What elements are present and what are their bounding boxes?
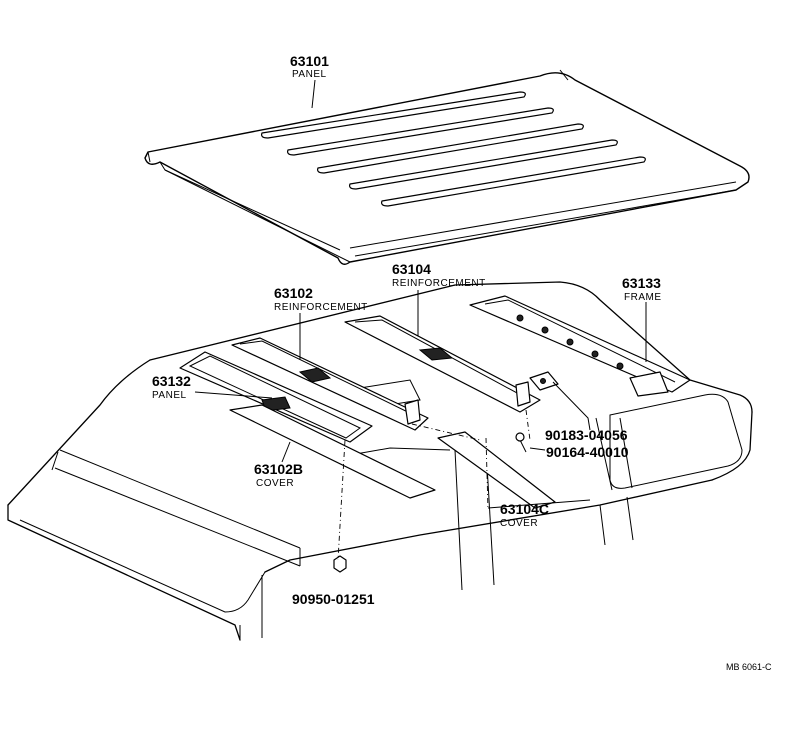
callout-63104: 63104 REINFORCEMENT: [392, 261, 486, 289]
callout-63101: 63101 PANEL: [290, 53, 329, 80]
callout-63102-number: 63102: [274, 285, 313, 301]
callout-63132-name: PANEL: [152, 390, 187, 401]
reinforcement-63102: [231, 337, 429, 431]
callout-63132-number: 63132: [152, 373, 191, 389]
callout-90950: 90950-01251: [292, 591, 375, 607]
callout-63101-name: PANEL: [292, 69, 327, 80]
callout-90183: 90183-04056: [545, 427, 628, 443]
cover-63104c: [437, 431, 556, 509]
callout-63104c: 63104C COVER: [500, 501, 549, 529]
cover-63102b: [229, 404, 436, 499]
callout-90950-number: 90950-01251: [292, 591, 375, 607]
callout-63102b-name: COVER: [256, 478, 294, 489]
screw-90164: [515, 432, 527, 453]
nut-90950: [333, 555, 347, 573]
callout-63133-number: 63133: [622, 275, 661, 291]
callout-90164: 90164-40010: [546, 444, 629, 460]
leader-lines: [194, 79, 647, 561]
roof-panel-63101: [144, 69, 750, 265]
callout-63104c-name: COVER: [500, 518, 538, 529]
clip-90183: [529, 371, 559, 391]
callout-63102b: 63102B COVER: [254, 461, 303, 489]
callout-63102b-number: 63102B: [254, 461, 303, 477]
callout-90164-number: 90164-40010: [546, 444, 629, 460]
frame-63133: [469, 295, 691, 397]
callout-63104c-number: 63104C: [500, 501, 549, 517]
callout-63104-name: REINFORCEMENT: [392, 278, 486, 289]
panel-63132: [179, 351, 373, 443]
callout-63102-name: REINFORCEMENT: [274, 302, 368, 313]
callout-90183-number: 90183-04056: [545, 427, 628, 443]
diagram-code: MB 6061-C: [726, 662, 772, 672]
vehicle-body-outline: [7, 281, 753, 641]
callout-63101-number: 63101: [290, 53, 329, 69]
callout-63104-number: 63104: [392, 261, 431, 277]
callout-63102: 63102 REINFORCEMENT: [274, 285, 368, 313]
callout-63133: 63133 FRAME: [622, 275, 662, 303]
callout-63132: 63132 PANEL: [152, 373, 191, 401]
reinforcement-63104: [344, 315, 541, 413]
callout-63133-name: FRAME: [624, 292, 662, 303]
